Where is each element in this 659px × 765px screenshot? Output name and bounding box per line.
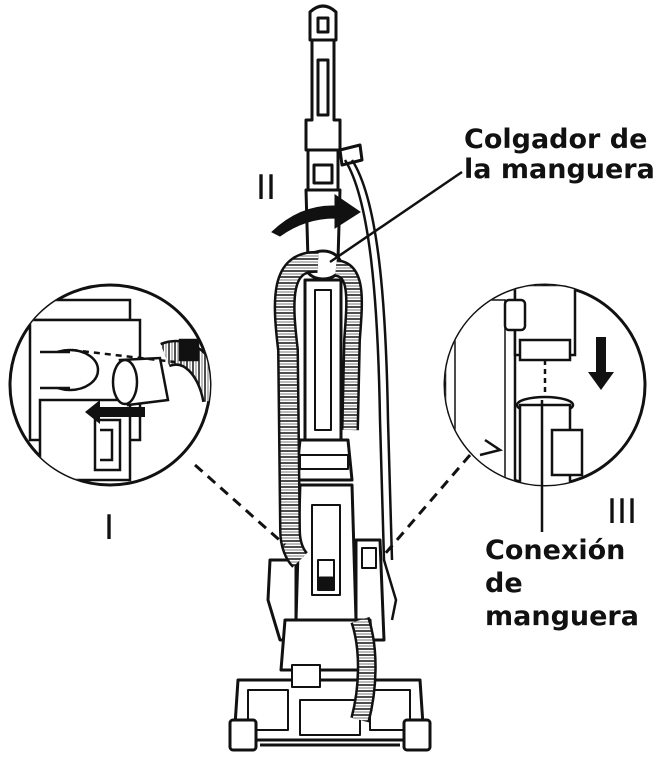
hose-connection-label: Conexión de manguera bbox=[485, 535, 639, 634]
power-cord bbox=[343, 159, 398, 621]
rotate-arrow bbox=[271, 194, 361, 237]
arrow-left-icon bbox=[85, 400, 145, 424]
hose-hanger-line-2: la manguera bbox=[464, 153, 655, 185]
step-1-label: I bbox=[104, 508, 115, 548]
detail-circle-right bbox=[443, 283, 647, 487]
hose-connection-line-2: de bbox=[485, 567, 523, 599]
hose-connection-line-1: Conexión bbox=[485, 535, 626, 566]
detail-circle-left bbox=[8, 283, 212, 487]
step-3-label: III bbox=[607, 492, 638, 532]
hose-connection-line-3: manguera bbox=[485, 600, 639, 632]
step-2-label: II bbox=[256, 168, 277, 208]
hose-hanger-label: Colgador de la manguera bbox=[464, 125, 655, 184]
arrow-down-icon bbox=[588, 337, 614, 390]
vacuum-body bbox=[228, 4, 432, 752]
hose-hanger-line-1: Colgador de bbox=[464, 124, 648, 155]
callout-dashes bbox=[194, 454, 472, 556]
hanger-leader-line bbox=[329, 170, 463, 264]
